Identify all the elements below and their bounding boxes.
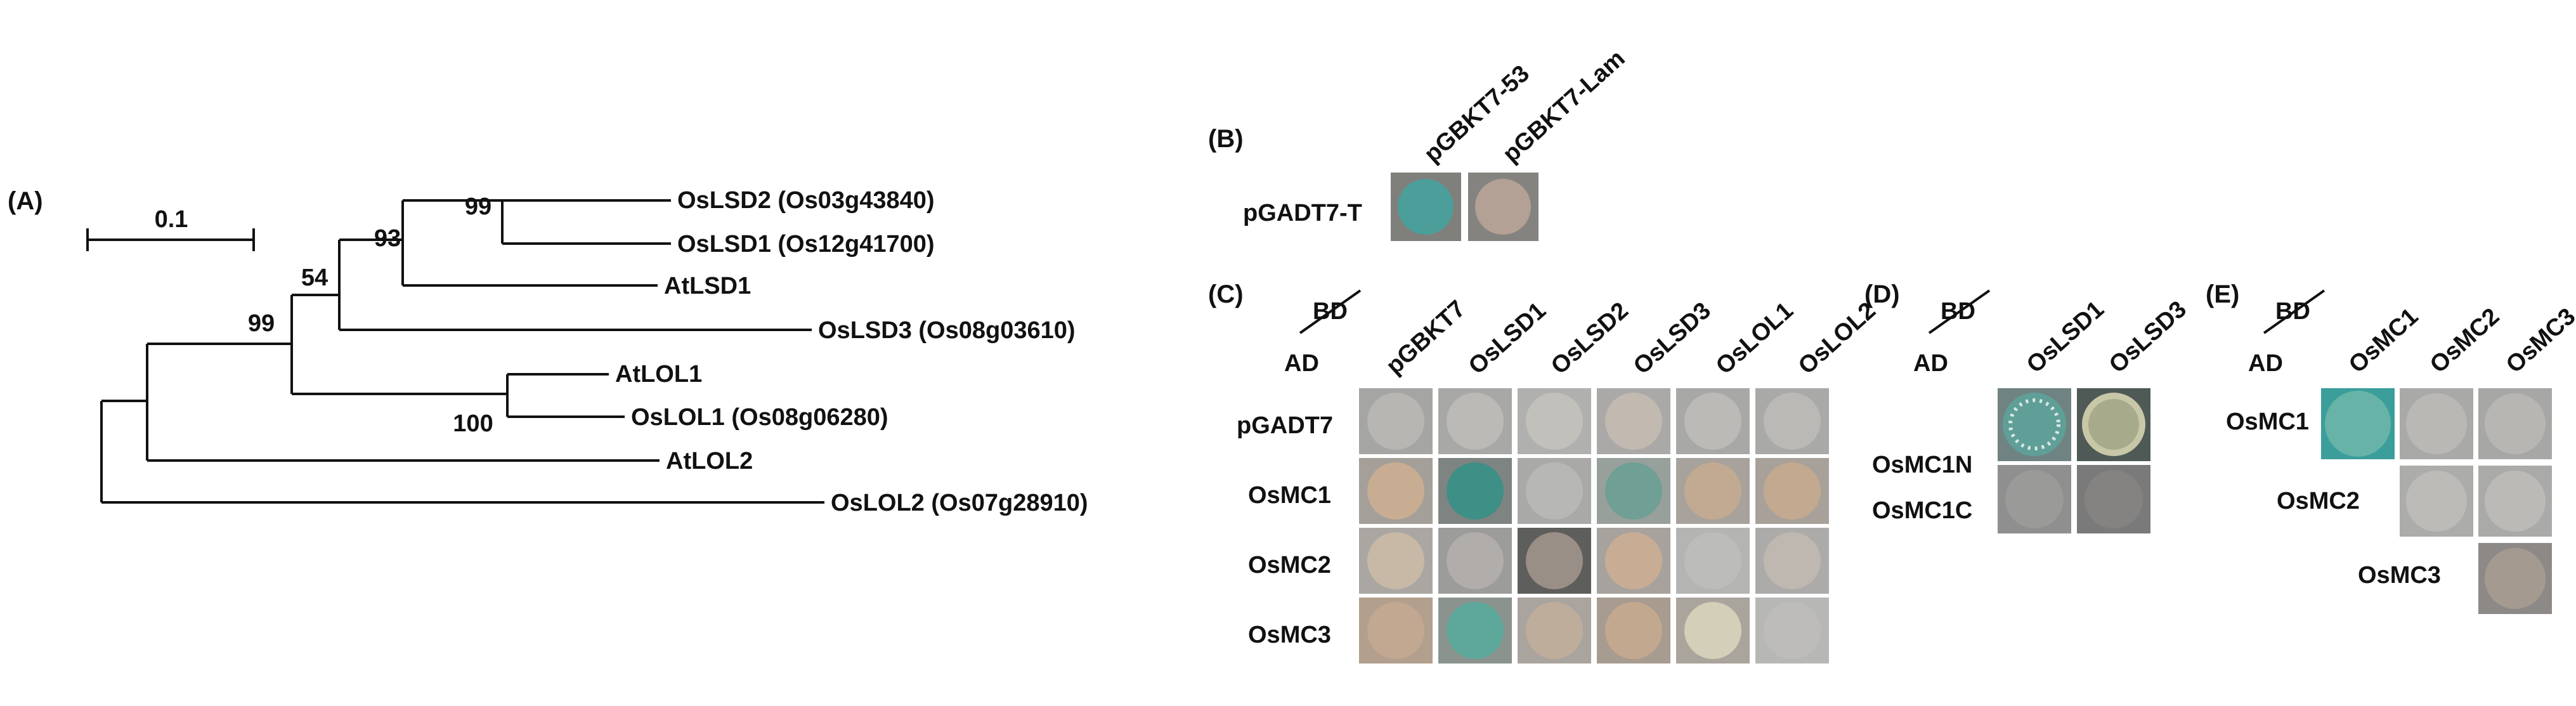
colony-c-3-3 xyxy=(1605,602,1662,659)
leaf-atlol1: AtLOL1 xyxy=(615,361,702,388)
colony-c-1-1 xyxy=(1447,462,1504,520)
panel-c-col-3: OsLSD3 xyxy=(1629,297,1716,380)
colony-e-0-0 xyxy=(2325,391,2391,457)
colony-e-1-1 xyxy=(2406,471,2467,532)
panel-b: (B) pGBKT7-53 pGBKT7-Lam pGADT7-T xyxy=(1208,45,1630,241)
colony-b-1 xyxy=(1475,179,1531,235)
colony-c-2-2 xyxy=(1526,532,1583,589)
panel-e: (E) BD AD OsMC1 OsMC2 OsMC3 OsMC1 OsMC2 … xyxy=(2206,280,2576,614)
colony-e-0-2 xyxy=(2485,393,2546,454)
panel-d: (D) BD AD OsLSD1 OsLSD3 OsMC1N OsMC1C xyxy=(1864,280,2192,533)
colony-c-2-1 xyxy=(1447,532,1504,589)
colony-c-3-0 xyxy=(1367,602,1424,659)
panel-d-row-0: OsMC1N xyxy=(1872,452,1972,478)
bootstrap-54: 54 xyxy=(301,265,328,291)
panel-b-label: (B) xyxy=(1208,125,1244,153)
colony-d-0-0-speckle xyxy=(2008,398,2060,450)
scale-label: 0.1 xyxy=(155,206,188,233)
panel-a: (A) 0.1 xyxy=(8,187,1088,516)
colony-c-1-5 xyxy=(1764,462,1821,520)
tree-branches xyxy=(100,199,824,504)
colony-c-1-3 xyxy=(1605,462,1662,520)
colony-c-1-4 xyxy=(1684,462,1741,520)
colony-c-2-4 xyxy=(1684,532,1741,589)
panel-c-grid xyxy=(1359,388,1829,664)
colony-c-1-0 xyxy=(1367,462,1424,520)
panel-c-col-1: OsLSD1 xyxy=(1464,297,1551,380)
leaf-oslsd3: OsLSD3 (Os08g03610) xyxy=(818,317,1076,344)
colony-c-1-2 xyxy=(1526,462,1583,520)
panel-b-row: pGADT7-T xyxy=(1243,200,1362,226)
panel-c-row-2: OsMC2 xyxy=(1248,552,1331,579)
panel-c-col-0: pGBKT7 xyxy=(1381,296,1471,380)
panel-c-row-0: pGADT7 xyxy=(1237,412,1333,439)
colony-c-0-1 xyxy=(1447,393,1504,450)
panel-c-divider xyxy=(1299,289,1362,334)
panel-e-row-1: OsMC2 xyxy=(2277,488,2360,514)
bootstrap-93: 93 xyxy=(374,225,401,252)
colony-c-0-5 xyxy=(1764,393,1821,450)
panel-c-col-5: OsLOL2 xyxy=(1793,297,1881,380)
panel-d-col-1: OsLSD3 xyxy=(2104,296,2192,379)
panel-c-label: (C) xyxy=(1208,280,1244,308)
colony-c-0-0 xyxy=(1367,393,1424,450)
panel-c-col-2: OsLSD2 xyxy=(1546,297,1634,380)
colony-c-3-2 xyxy=(1526,602,1583,659)
panel-e-divider xyxy=(2263,289,2326,334)
bootstrap-root: 99 xyxy=(248,310,275,337)
panel-e-col-0: OsMC1 xyxy=(2344,303,2423,379)
panel-d-row-1: OsMC1C xyxy=(1872,497,1972,524)
leaf-oslol1: OsLOL1 (Os08g06280) xyxy=(631,404,888,431)
colony-e-2-2 xyxy=(2485,548,2546,609)
leaf-oslsd1: OsLSD1 (Os12g41700) xyxy=(677,231,935,258)
colony-d-1-1 xyxy=(2085,470,2143,528)
colony-e-0-1 xyxy=(2406,393,2467,454)
leaf-atlol2: AtLOL2 xyxy=(666,448,753,474)
panel-e-col-1: OsMC2 xyxy=(2425,303,2504,379)
colony-b-0 xyxy=(1398,179,1454,235)
bootstrap-99-lsd: 99 xyxy=(465,193,491,220)
colony-c-0-3 xyxy=(1605,393,1662,450)
panel-e-row-0: OsMC1 xyxy=(2226,409,2309,435)
panel-d-col-0: OsLSD1 xyxy=(2022,296,2109,379)
colony-c-2-0 xyxy=(1367,532,1424,589)
panel-a-label: (A) xyxy=(8,187,43,215)
leaf-oslsd2: OsLSD2 (Os03g43840) xyxy=(677,187,935,214)
colony-c-0-2 xyxy=(1526,393,1583,450)
colony-e-1-2 xyxy=(2485,471,2546,532)
colony-d-0-1-center xyxy=(2088,399,2139,450)
panel-e-ad: AD xyxy=(2248,350,2283,377)
panel-c-row-1: OsMC1 xyxy=(1248,482,1331,509)
panel-c: (C) BD AD pGBKT7 OsLSD1 OsLSD2 OsLSD3 Os… xyxy=(1208,280,1881,664)
panel-d-label: (D) xyxy=(1864,280,1900,308)
colony-c-3-5 xyxy=(1764,602,1821,659)
panel-c-ad: AD xyxy=(1284,350,1319,377)
panel-c-row-3: OsMC3 xyxy=(1248,622,1331,648)
panel-e-label: (E) xyxy=(2206,280,2239,308)
panel-d-divider xyxy=(1928,289,1991,334)
leaf-oslol2: OsLOL2 (Os07g28910) xyxy=(831,490,1088,516)
bootstrap-100: 100 xyxy=(453,410,493,437)
colony-c-3-4 xyxy=(1684,602,1741,659)
colony-d-1-0 xyxy=(2005,470,2064,528)
scale-bar xyxy=(86,228,255,251)
leaf-atlsd1: AtLSD1 xyxy=(664,273,751,299)
colony-c-3-1 xyxy=(1447,602,1504,659)
panel-d-ad: AD xyxy=(1913,350,1948,377)
panel-c-col-4: OsLOL1 xyxy=(1711,297,1799,380)
colony-c-2-3 xyxy=(1605,532,1662,589)
panel-e-row-2: OsMC3 xyxy=(2358,562,2441,589)
colony-c-2-5 xyxy=(1764,532,1821,589)
panel-e-col-2: OsMC3 xyxy=(2501,303,2576,379)
colony-c-0-4 xyxy=(1684,393,1741,450)
